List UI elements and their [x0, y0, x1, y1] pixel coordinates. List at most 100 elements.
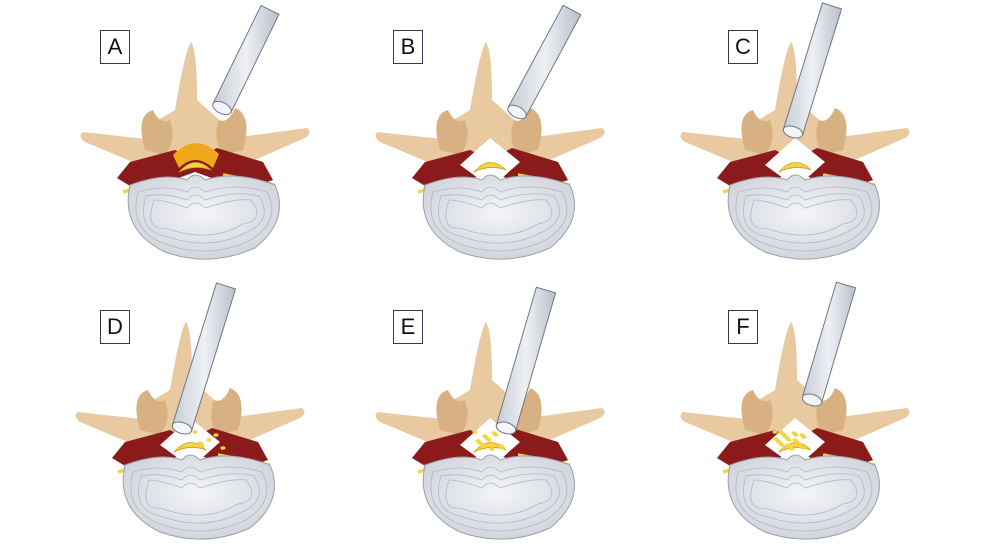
- fragment: [772, 430, 778, 434]
- endoscope-needle: [801, 281, 857, 407]
- disc-ring: [130, 466, 268, 532]
- disc-ring: [138, 473, 260, 524]
- right-transverse-process: [228, 408, 305, 446]
- disc-ring: [750, 199, 858, 236]
- disc-ring: [430, 466, 568, 532]
- endoscope-needle: [495, 286, 557, 435]
- fragment: [213, 433, 219, 437]
- panel-label-d: D: [100, 310, 130, 344]
- fragment: [491, 431, 497, 435]
- vertebra-panel-c: [680, 42, 910, 260]
- left-transverse-process: [680, 412, 755, 448]
- fragment: [220, 446, 226, 450]
- fragment: [192, 430, 198, 434]
- endoscope-needle: [782, 2, 843, 139]
- intervertebral-disc: [727, 174, 880, 260]
- fragment: [498, 444, 504, 448]
- disc-ring: [445, 479, 553, 516]
- right-transverse-process: [833, 408, 910, 446]
- disc-ring: [743, 473, 865, 524]
- fragment: [475, 439, 481, 443]
- dural-sac: [473, 162, 507, 173]
- endoscope-needle: [507, 4, 582, 120]
- endoscope-needle: [171, 282, 237, 435]
- needle-tip: [801, 393, 823, 407]
- disc-fragments: [472, 430, 506, 451]
- vertebra-panel-b: [375, 42, 605, 260]
- disc-ring: [145, 479, 253, 516]
- disc-ring: [750, 479, 858, 516]
- panel-label-a: A: [100, 30, 130, 64]
- decompressed-canal: [765, 418, 825, 458]
- fragment: [489, 447, 495, 451]
- left-transverse-process: [375, 132, 450, 168]
- fragment: [791, 431, 797, 435]
- right-transverse-process: [528, 408, 605, 446]
- dural-sac: [173, 442, 207, 453]
- intervertebral-disc: [122, 454, 275, 540]
- fragment: [778, 430, 784, 434]
- left-transverse-process: [375, 412, 450, 448]
- right-facet: [816, 108, 847, 155]
- disc-fragments: [772, 430, 807, 451]
- fragment: [792, 438, 798, 442]
- fragment: [773, 437, 779, 441]
- panel-label-c: C: [728, 30, 758, 64]
- dural-sac: [778, 162, 812, 173]
- right-facet: [816, 388, 847, 435]
- vertebra-panel-e: [375, 322, 605, 540]
- right-facet: [511, 388, 542, 435]
- left-facet: [141, 110, 173, 155]
- needle-tip: [171, 421, 193, 435]
- disc-ring: [438, 193, 560, 244]
- fragment: [472, 430, 478, 434]
- decompressed-canal: [160, 418, 220, 458]
- hypertrophic-ligament: [173, 143, 219, 168]
- intervertebral-disc: [422, 174, 575, 260]
- intervertebral-disc: [727, 454, 880, 540]
- panel-label-e: E: [393, 310, 423, 344]
- left-facet: [136, 390, 168, 435]
- right-transverse-process: [528, 128, 605, 166]
- right-facet: [211, 388, 242, 435]
- left-facet: [741, 390, 773, 435]
- disc-ring: [438, 473, 560, 524]
- needle-tip: [212, 100, 232, 116]
- vertebra-panel-a: [80, 42, 310, 260]
- fragment: [799, 433, 805, 437]
- needle-tip: [495, 421, 517, 435]
- disc-ring: [150, 199, 258, 236]
- left-transverse-process: [680, 132, 755, 168]
- needle-tip: [782, 125, 804, 139]
- panel-label-b: B: [393, 30, 423, 64]
- decompressed-canal: [460, 138, 520, 178]
- intervertebral-disc: [127, 174, 280, 260]
- endoscope-needle: [212, 4, 280, 116]
- vertebra-panel-f: [680, 322, 910, 540]
- disc-ring: [143, 193, 265, 244]
- left-transverse-process: [80, 132, 155, 168]
- left-facet: [436, 110, 468, 155]
- disc-ring: [135, 186, 273, 252]
- disc-ring: [743, 193, 865, 244]
- disc-fragments: [192, 430, 226, 450]
- vertebra-panel-d: [75, 322, 305, 540]
- left-transverse-process: [75, 412, 150, 448]
- left-facet: [741, 110, 773, 155]
- panel-label-f: F: [728, 310, 758, 344]
- disc-ring: [445, 199, 553, 236]
- fragment: [482, 434, 488, 438]
- disc-ring: [735, 186, 873, 252]
- decompressed-canal: [765, 138, 825, 178]
- left-facet: [436, 390, 468, 435]
- right-transverse-process: [833, 128, 910, 166]
- right-facet: [216, 108, 247, 155]
- disc-ring: [735, 466, 873, 532]
- right-facet: [511, 108, 542, 155]
- dural-sac: [178, 162, 212, 173]
- fragment: [785, 443, 791, 447]
- right-transverse-process: [233, 128, 310, 166]
- fragment: [197, 441, 203, 445]
- intervertebral-disc: [422, 454, 575, 540]
- disc-ring: [430, 186, 568, 252]
